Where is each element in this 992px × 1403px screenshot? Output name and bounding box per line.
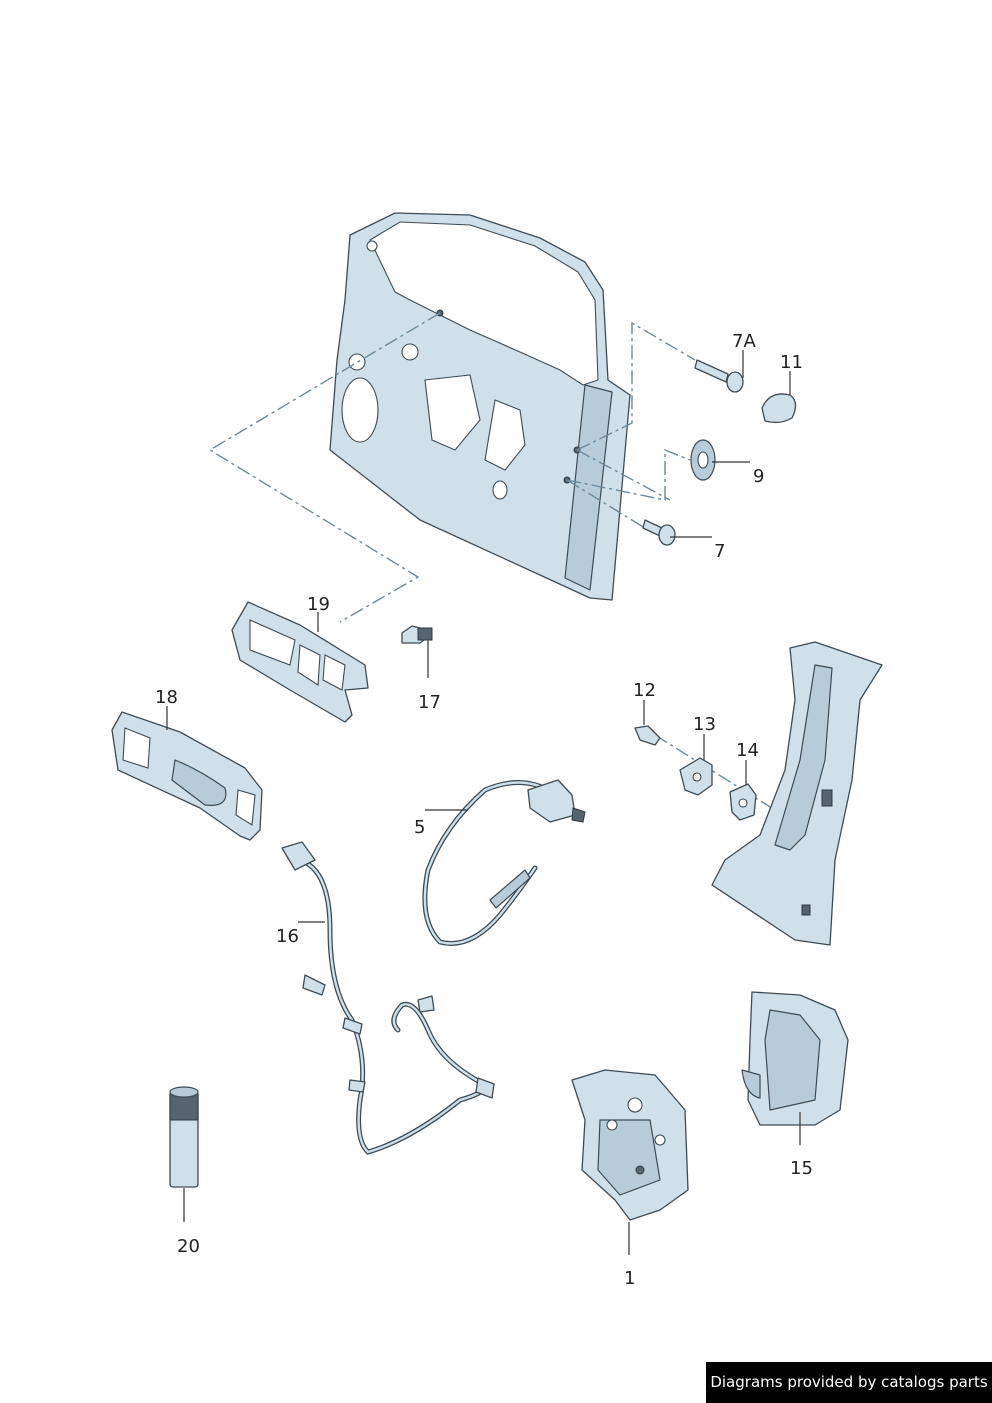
label-20: 20 [177, 1236, 200, 1257]
part-17-screw [401, 625, 433, 644]
part-12-screw [634, 725, 661, 746]
label-14: 14 [736, 740, 759, 761]
label-11: 11 [780, 352, 803, 373]
part-18-handle [111, 711, 263, 841]
label-9: 9 [753, 466, 764, 487]
label-16: 16 [276, 926, 299, 947]
part-5-cable [422, 779, 586, 946]
label-1: 1 [624, 1268, 635, 1289]
label-12: 12 [633, 680, 656, 701]
part-1-lock [571, 1069, 689, 1221]
label-5: 5 [414, 817, 425, 838]
label-15: 15 [790, 1158, 813, 1179]
label-19: 19 [307, 594, 330, 615]
leader-lines [166, 350, 801, 1255]
label-17: 17 [418, 692, 441, 713]
part-labels: 7A 11 9 7 19 17 18 12 13 14 5 16 15 20 1 [155, 331, 813, 1289]
label-13: 13 [693, 714, 716, 735]
b-pillar-body [711, 641, 883, 946]
part-9-grommet [690, 439, 716, 481]
part-16-harness [281, 841, 495, 1155]
label-7a: 7A [732, 331, 756, 352]
part-7a-bolt [694, 359, 744, 393]
part-20-tube [169, 1086, 199, 1188]
footer-credit: Diagrams provided by catalogs parts [706, 1362, 992, 1403]
part-13-striker [679, 757, 713, 796]
part-15-cover [741, 991, 849, 1126]
part-19-bracket [231, 601, 369, 723]
assembly-lines [208, 312, 776, 811]
label-7: 7 [714, 541, 725, 562]
part-7-bolt [642, 519, 676, 546]
part-11-cap [761, 393, 797, 424]
part-14-plate [729, 783, 757, 821]
door-shell [329, 212, 631, 601]
label-18: 18 [155, 687, 178, 708]
